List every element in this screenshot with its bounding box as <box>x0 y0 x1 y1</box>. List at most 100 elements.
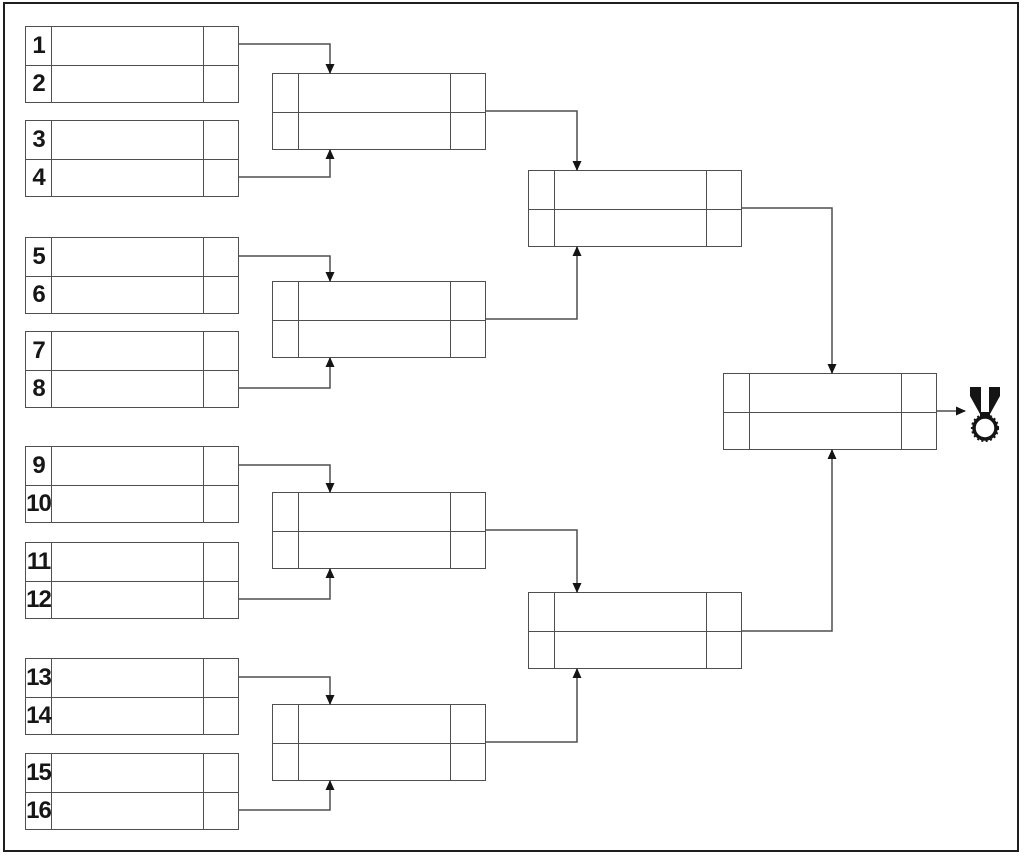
score-cell <box>204 791 238 830</box>
participant-name-cell <box>52 791 204 829</box>
seed-number-cell <box>273 530 299 568</box>
score-cell <box>451 742 485 781</box>
final-box <box>723 373 937 450</box>
seed-number-cell: 3 <box>26 121 52 159</box>
seed-number-cell: 6 <box>26 275 52 313</box>
score-cell <box>707 171 741 209</box>
score-cell <box>204 369 238 408</box>
score-cell <box>451 705 485 743</box>
score-cell <box>451 111 485 150</box>
seed-number-cell <box>273 742 299 780</box>
quarterfinal-box-4 <box>272 704 486 781</box>
score-cell <box>204 275 238 314</box>
semifinal-box-1 <box>528 170 742 247</box>
round1-box-seeds-1-2: 1 2 <box>25 26 239 103</box>
score-cell <box>204 64 238 103</box>
score-cell <box>204 158 238 197</box>
seed-number-cell <box>529 208 555 246</box>
participant-name-cell <box>299 530 451 568</box>
participant-name-cell <box>52 543 204 581</box>
score-cell <box>204 484 238 523</box>
round1-box-seeds-3-4: 3 4 <box>25 120 239 197</box>
score-cell <box>204 659 238 697</box>
participant-name-cell <box>299 319 451 357</box>
round1-box-seeds-11-12: 11 12 <box>25 542 239 619</box>
participant-name-cell <box>52 332 204 370</box>
seed-number-cell: 5 <box>26 238 52 276</box>
participant-name-cell <box>750 374 902 412</box>
semifinal-box-2 <box>528 592 742 669</box>
score-cell <box>204 332 238 370</box>
seed-number-cell <box>529 171 555 209</box>
round1-box-seeds-7-8: 7 8 <box>25 331 239 408</box>
round1-box-seeds-5-6: 5 6 <box>25 237 239 314</box>
seed-number-cell <box>724 411 750 449</box>
seed-number-cell <box>273 493 299 531</box>
score-cell <box>204 447 238 485</box>
participant-name-cell <box>52 484 204 522</box>
seed-number-cell: 14 <box>26 696 52 734</box>
diagram-border <box>3 2 1019 852</box>
score-cell <box>902 374 936 412</box>
seed-number-cell <box>529 630 555 668</box>
score-cell <box>451 282 485 320</box>
seed-number-cell <box>273 111 299 149</box>
seed-number-cell <box>529 593 555 631</box>
seed-number-cell: 1 <box>26 27 52 65</box>
score-cell <box>204 27 238 65</box>
seed-number-cell: 8 <box>26 369 52 407</box>
seed-number-cell: 12 <box>26 580 52 618</box>
seed-number-cell <box>273 705 299 743</box>
seed-number-cell: 7 <box>26 332 52 370</box>
seed-number-cell: 16 <box>26 791 52 829</box>
participant-name-cell <box>52 27 204 65</box>
seed-number-cell <box>724 374 750 412</box>
seed-number-cell: 2 <box>26 64 52 102</box>
score-cell <box>204 121 238 159</box>
quarterfinal-box-3 <box>272 492 486 569</box>
seed-number-cell <box>273 74 299 112</box>
round1-box-seeds-13-14: 13 14 <box>25 658 239 735</box>
quarterfinal-box-2 <box>272 281 486 358</box>
score-cell <box>204 580 238 619</box>
score-cell <box>204 543 238 581</box>
participant-name-cell <box>52 158 204 196</box>
score-cell <box>451 530 485 569</box>
round1-box-seeds-15-16: 15 16 <box>25 753 239 830</box>
seed-number-cell <box>273 319 299 357</box>
participant-name-cell <box>299 742 451 780</box>
seed-number-cell: 11 <box>26 543 52 581</box>
participant-name-cell <box>52 696 204 734</box>
participant-name-cell <box>555 208 707 246</box>
participant-name-cell <box>52 275 204 313</box>
seed-number-cell: 15 <box>26 754 52 792</box>
seed-number-cell: 13 <box>26 659 52 697</box>
participant-name-cell <box>299 493 451 531</box>
score-cell <box>451 493 485 531</box>
score-cell <box>451 319 485 358</box>
participant-name-cell <box>52 447 204 485</box>
score-cell <box>707 630 741 669</box>
score-cell <box>204 696 238 735</box>
participant-name-cell <box>555 630 707 668</box>
participant-name-cell <box>52 659 204 697</box>
score-cell <box>204 754 238 792</box>
participant-name-cell <box>299 111 451 149</box>
participant-name-cell <box>52 369 204 407</box>
seed-number-cell: 10 <box>26 484 52 522</box>
quarterfinal-box-1 <box>272 73 486 150</box>
participant-name-cell <box>750 411 902 449</box>
participant-name-cell <box>52 754 204 792</box>
participant-name-cell <box>299 282 451 320</box>
participant-name-cell <box>52 238 204 276</box>
score-cell <box>204 238 238 276</box>
seed-number-cell: 4 <box>26 158 52 196</box>
participant-name-cell <box>52 580 204 618</box>
participant-name-cell <box>555 593 707 631</box>
seed-number-cell: 9 <box>26 447 52 485</box>
participant-name-cell <box>52 64 204 102</box>
participant-name-cell <box>299 74 451 112</box>
score-cell <box>707 593 741 631</box>
score-cell <box>707 208 741 247</box>
